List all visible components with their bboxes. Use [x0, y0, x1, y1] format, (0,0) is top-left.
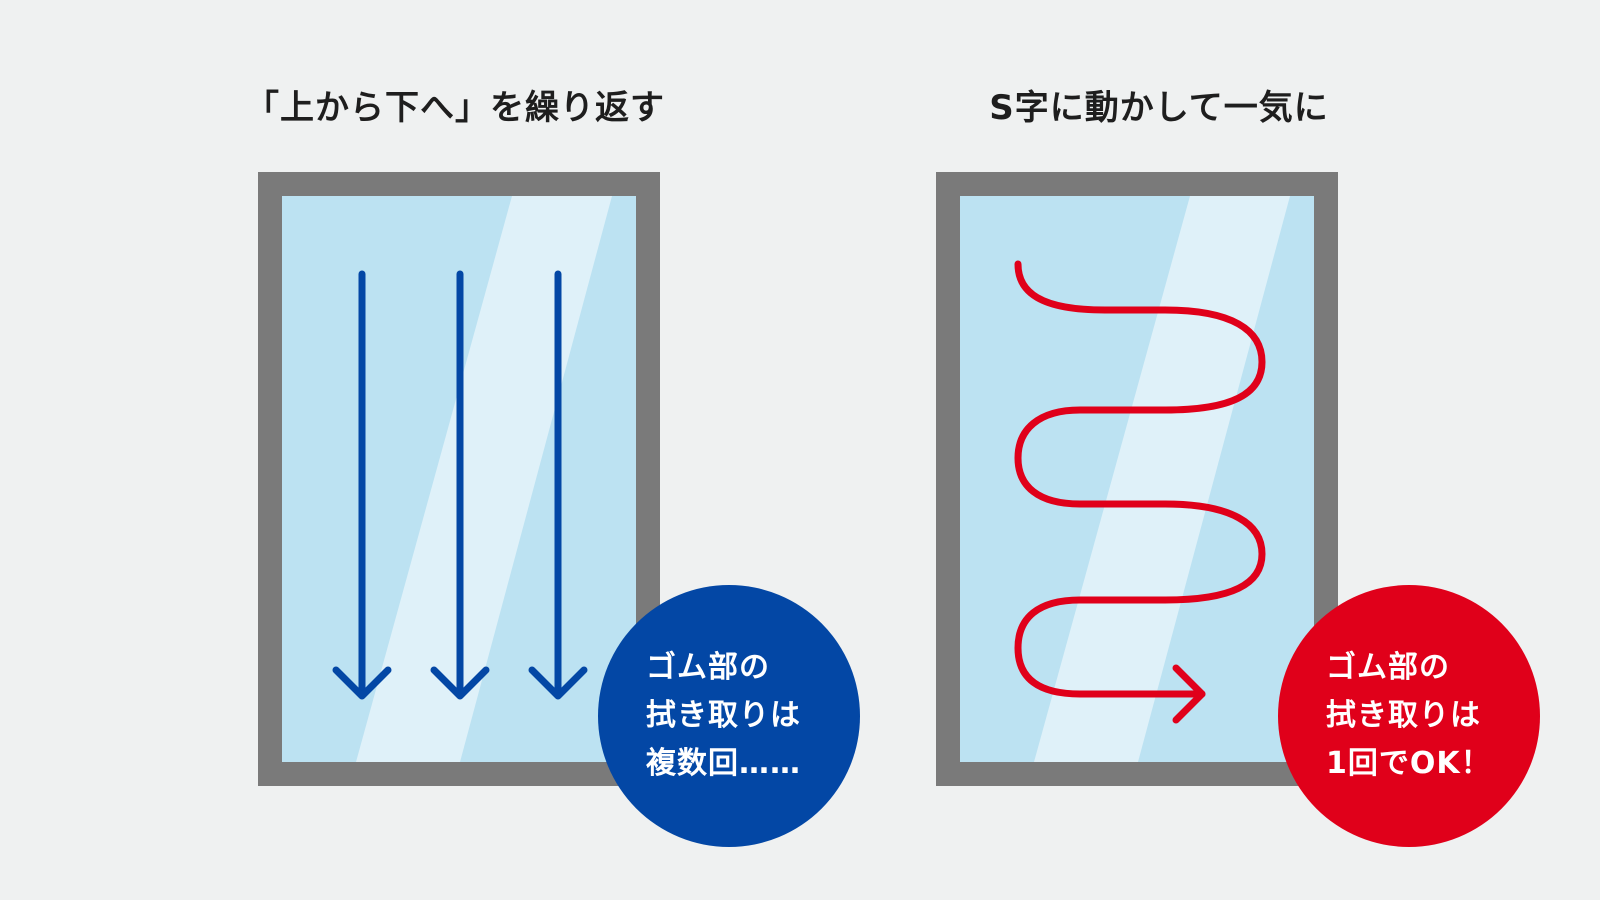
right-bubble-text: ゴム部の 拭き取りは 1回でOK！ [1326, 644, 1506, 788]
arrow-down-icon [528, 270, 588, 700]
left-bubble-line-3: 複数回…… [646, 746, 801, 781]
right-bubble-line-1: ゴム部の [1326, 650, 1450, 685]
arrow-down-icon [430, 270, 490, 700]
right-window [936, 172, 1338, 786]
right-glass-highlight [1034, 196, 1290, 762]
s-curve-arrow-icon [1014, 260, 1266, 724]
right-bubble-line-3: 1回でOK！ [1326, 746, 1492, 781]
left-panel-title: 「上から下へ」を繰り返す [245, 88, 665, 128]
left-window [258, 172, 660, 786]
left-glass-streak-1 [462, 196, 620, 762]
left-bubble-line-1: ゴム部の [646, 650, 770, 685]
right-glass-streak-2 [1148, 196, 1305, 762]
left-glass-highlight [356, 196, 612, 762]
left-glass-streak-2 [470, 196, 627, 762]
arrow-down-icon [332, 270, 392, 700]
right-panel-title: S字に動かして一気に [989, 88, 1329, 128]
left-bubble-line-2: 拭き取りは [646, 698, 801, 733]
left-bubble-text: ゴム部の 拭き取りは 複数回…… [646, 644, 826, 788]
right-result-bubble: ゴム部の 拭き取りは 1回でOK！ [1278, 585, 1540, 847]
left-result-bubble: ゴム部の 拭き取りは 複数回…… [598, 585, 860, 847]
right-bubble-line-2: 拭き取りは [1326, 698, 1481, 733]
